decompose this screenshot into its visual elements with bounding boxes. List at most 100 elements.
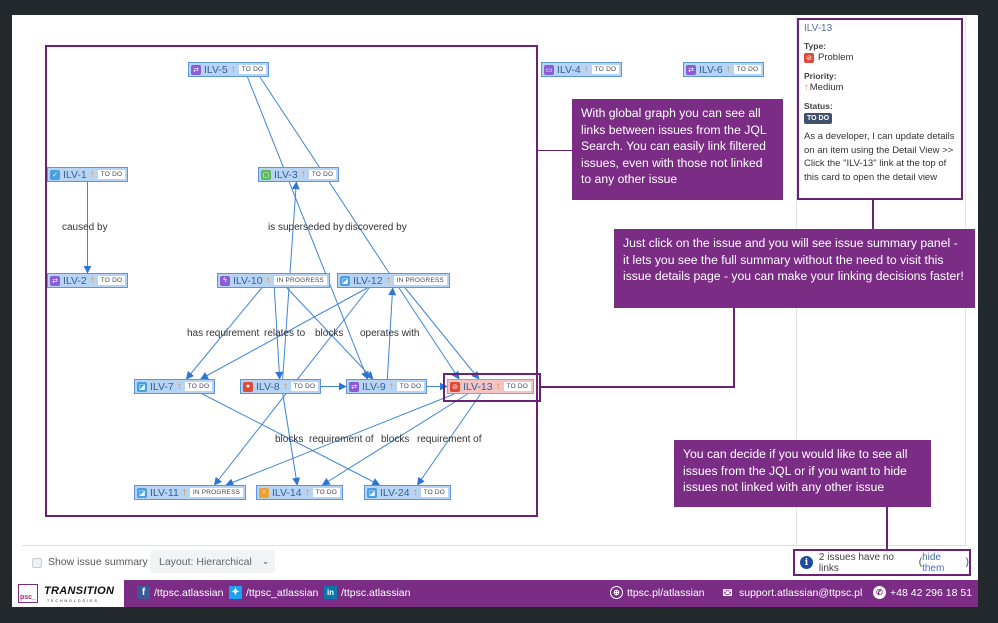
type-value-text: Problem [818,52,854,63]
issue-node-ilv-13[interactable]: ⊘ILV-13↑TO DO [447,379,535,394]
priority-icon: ↑ [495,381,501,392]
footer-bar: psc_ TRANSITION TECHNOLOGIES f /ttpsc.at… [12,580,978,607]
brand-name: TRANSITION [44,585,115,597]
phone-link[interactable]: ✆ +48 42 296 18 51 [873,586,972,599]
status-lozenge: TO DO [591,65,620,74]
issue-key: ILV-12 [353,274,383,287]
status-badge: TO DO [804,113,833,124]
status-lozenge: TO DO [308,170,337,179]
status-label: Status: [804,101,833,111]
issue-key: ILV-4 [557,63,581,76]
status-lozenge: TO DO [97,170,126,179]
edge-label: relates to [264,328,306,339]
phone-number: +48 42 296 18 51 [890,586,973,599]
status-lozenge: TO DO [290,382,319,391]
issue-node-ilv-24[interactable]: ◪ILV-24↑TO DO [364,485,452,500]
priority-icon: ↑ [583,64,589,75]
callout-connector [872,200,874,229]
brand-subtitle: TECHNOLOGIES [47,599,99,603]
story-swap-icon: ⇄ [50,275,60,286]
status-lozenge: IN PROGRESS [189,488,244,497]
issue-key: ILV-24 [380,486,410,499]
priority-icon: ↑ [282,381,288,392]
status-lozenge: TO DO [184,382,213,391]
issue-key: ILV-6 [699,63,723,76]
summary-issue-key-link[interactable]: ILV-13 [804,23,833,34]
issue-node-ilv-1[interactable]: ✓ILV-1↑TO DO [47,167,129,182]
issue-node-ilv-3[interactable]: ▢ILV-3↑TO DO [258,167,340,182]
priority-value-text: Medium [809,82,844,93]
priority-icon: ↑ [176,381,182,392]
issue-node-ilv-14[interactable]: ♀ILV-14↑TO DO [256,485,344,500]
issue-key: ILV-9 [362,380,386,393]
bug-icon: ● [243,381,253,392]
status-lozenge: TO DO [420,488,449,497]
issue-key: ILV-10 [233,274,263,287]
priority-icon: ↑ [89,275,95,286]
priority-medium-icon: ↑ [804,82,809,93]
no-links-notice: i 2 issues have no links ( hide them ) [793,549,971,576]
paren: ( [915,557,923,568]
priority-value: ↑ Medium [804,82,956,93]
website-url: ttpsc.pl/atlassian [627,586,705,599]
hide-them-link[interactable]: hide them [922,551,945,574]
subtask-icon: ◪ [137,381,147,392]
callout-connector [733,308,735,387]
issue-node-ilv-7[interactable]: ◪ILV-7↑TO DO [134,379,216,394]
summary-description: As a developer, I can update details on … [804,131,955,183]
priority-label: Priority: [804,71,837,81]
layout-select-value: Layout: Hierarchical [159,555,252,568]
status-lozenge: IN PROGRESS [273,276,327,285]
email-link[interactable]: ✉ support.atlassian@ttpsc.pl [720,585,862,600]
facebook-handle: /ttpsc.atlassian [154,586,224,599]
facebook-link[interactable]: f /ttpsc.atlassian [137,586,223,599]
layout-select[interactable]: Layout: Hierarchical ⌄ [150,550,275,573]
bottom-divider [22,545,966,546]
callout-connector [886,507,888,549]
website-link[interactable]: ⊕ ttpsc.pl/atlassian [610,586,705,599]
phone-icon: ✆ [873,586,886,599]
status-lozenge: TO DO [733,65,762,74]
priority-icon: ↑ [300,169,306,180]
issue-node-ilv-12[interactable]: ◪ILV-12↑IN PROGRESS [337,273,450,288]
status-lozenge: TO DO [238,65,267,74]
globe-icon: ⊕ [610,586,623,599]
info-icon: i [800,556,813,569]
edge-label: discovered by [345,222,407,233]
subtask-icon: ◪ [137,487,147,498]
priority-icon: ↑ [89,169,95,180]
issue-node-ilv-2[interactable]: ⇄ILV-2↑TO DO [47,273,129,288]
linkedin-link[interactable]: in /ttpsc.atlassian [324,586,410,599]
issue-node-ilv-9[interactable]: ⇄ILV-9↑TO DO [346,379,428,394]
epic-icon: ϟ [220,275,230,286]
issue-node-ilv-11[interactable]: ◪ILV-11↑IN PROGRESS [134,485,247,500]
issue-node-ilv-5[interactable]: ⇄ILV-5↑TO DO [188,62,270,77]
issue-key: ILV-8 [256,380,280,393]
edge-label: has requirement [187,328,260,339]
global-graph-frame [45,45,538,517]
issue-key: ILV-7 [150,380,174,393]
priority-icon: ↑ [304,487,310,498]
callout-connector [538,150,572,151]
priority-icon: ↑ [181,487,187,498]
twitter-link[interactable]: ✦ /ttpsc_atlassian [229,586,318,599]
facebook-icon: f [137,586,150,599]
status-lozenge: TO DO [396,382,425,391]
callout-global-graph: With global graph you can see all links … [572,99,783,200]
issue-key: ILV-5 [204,63,228,76]
show-issue-summary-checkbox[interactable] [32,558,42,568]
story-icon: ▢ [261,169,271,180]
mail-icon: ✉ [722,585,733,600]
edge-label: caused by [62,222,108,233]
priority-icon: ↑ [265,275,271,286]
issue-node-ilv-6[interactable]: ⇄ILV-6↑TO DO [683,62,765,77]
no-links-message: 2 issues have no links [818,551,894,574]
issue-node-ilv-4[interactable]: ▭ILV-4↑TO DO [541,62,623,77]
priority-icon: ↑ [388,381,394,392]
issue-node-ilv-8[interactable]: ●ILV-8↑TO DO [240,379,322,394]
show-issue-summary-label[interactable]: Show issue summary [48,556,148,568]
story-swap-icon: ⇄ [686,64,696,75]
problem-icon: ⊘ [450,381,460,392]
